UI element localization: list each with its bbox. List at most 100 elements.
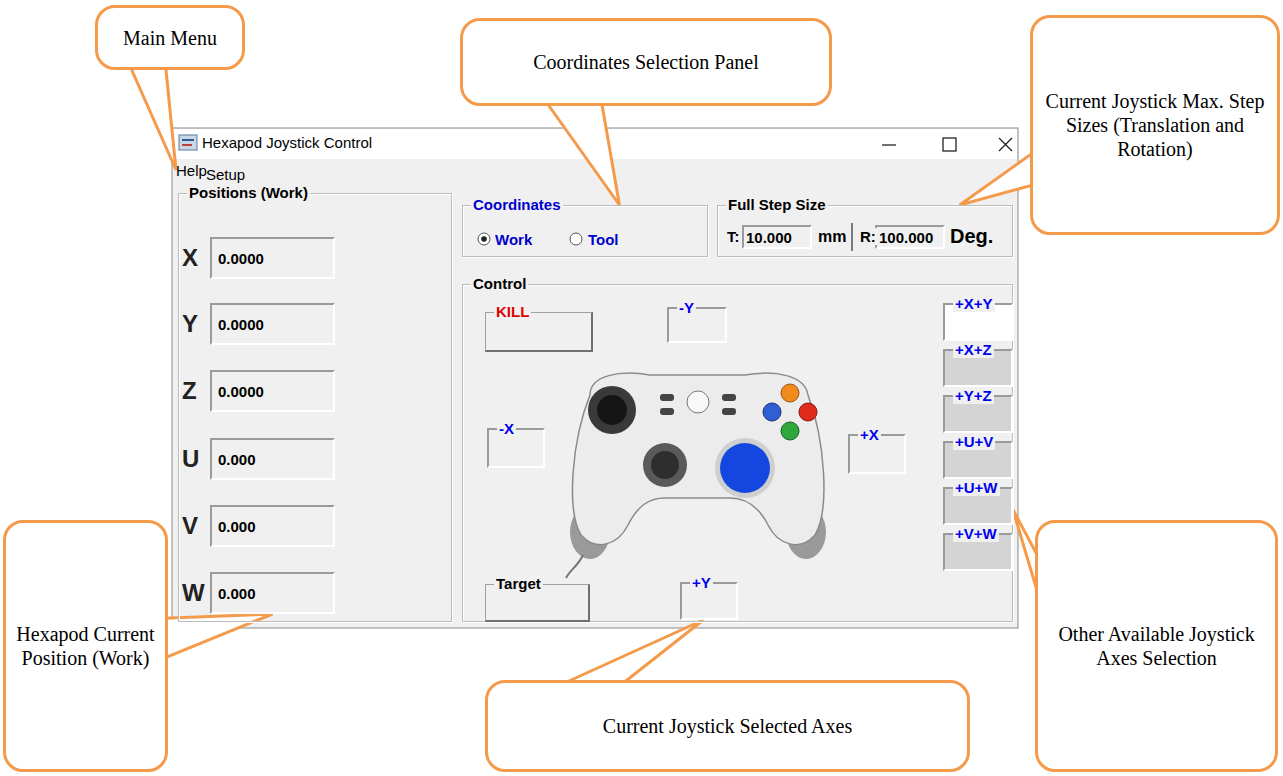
- axis-button: +U+V: [943, 441, 1013, 479]
- face-button: [781, 384, 799, 402]
- push-button: Target: [485, 584, 590, 622]
- close-icon: [999, 138, 1012, 151]
- menu-item: Setup: [206, 166, 245, 183]
- dpad: [588, 386, 636, 434]
- push-button: KILL: [485, 312, 593, 352]
- axis-button: +X: [848, 434, 906, 474]
- option-label: Deg.: [950, 225, 993, 248]
- position-value: 0.000: [218, 518, 256, 535]
- separator: [851, 223, 853, 251]
- axis-label: V: [180, 512, 200, 540]
- axis-button: +X+Z: [943, 349, 1013, 387]
- axis-label: +X: [858, 426, 881, 443]
- button-label: Target: [494, 575, 543, 592]
- small-button: [722, 408, 736, 415]
- position-value: 0.0000: [218, 316, 264, 333]
- axis-label: -Y: [677, 299, 696, 316]
- radio-button: [478, 233, 490, 245]
- group-title: Positions (Work): [187, 184, 310, 201]
- minimize-icon: [882, 144, 896, 145]
- group-box: X0.0000Y0.0000Z0.0000U0.000V0.000W0.000P…: [178, 193, 452, 622]
- callout-text: Coordinates Selection Panel: [533, 50, 759, 74]
- position-field: X0.0000: [210, 237, 335, 279]
- position-field: U0.000: [210, 438, 335, 480]
- callout-tail: [560, 620, 703, 685]
- axis-label: +X+Z: [953, 341, 994, 358]
- group-box: KILL-Y+X+Y+X+Z+Y+Z-X+X+U+V+U+W+V+WTarget…: [462, 284, 1013, 622]
- face-button: [781, 422, 799, 440]
- position-field: Z0.0000: [210, 370, 335, 412]
- maximize-icon: [943, 138, 956, 151]
- callout-tail: [163, 614, 273, 659]
- axis-label: -X: [497, 420, 516, 437]
- group-box: CoordinatesWorkTool: [462, 205, 708, 257]
- axis-label: +U+V: [953, 433, 995, 450]
- position-field: Y0.0000: [210, 303, 335, 345]
- axis-label: +U+W: [953, 479, 1000, 496]
- callout-box: Coordinates Selection Panel: [460, 18, 832, 106]
- position-value: 0.000: [218, 585, 256, 602]
- callout-box: Current Joystick Selected Axes: [485, 680, 970, 772]
- button-label: KILL: [494, 303, 531, 320]
- callout-text: Current Joystick Selected Axes: [603, 714, 852, 738]
- app-window: SetupHelpX0.0000Y0.0000Z0.0000U0.000V0.0…: [172, 128, 1018, 628]
- position-field: V0.000: [210, 505, 335, 547]
- callout-text: Hexapod Current Position (Work): [16, 622, 155, 670]
- axis-label: +V+W: [953, 525, 999, 542]
- callout-text: Other Available Joystick Axes Selection: [1048, 622, 1265, 670]
- gamepad-cable: [566, 555, 583, 578]
- axis-label: Z: [180, 377, 199, 405]
- option-label: Tool: [588, 231, 619, 248]
- axis-button: -Y: [667, 307, 727, 343]
- logo-button: [687, 391, 709, 413]
- callout-text: Main Menu: [123, 26, 217, 50]
- option-label: Work: [495, 231, 532, 248]
- callout-text: Current Joystick Max. Step Sizes (Transl…: [1043, 89, 1267, 161]
- step-value: 100.000: [879, 229, 933, 246]
- analog-stick: [715, 438, 775, 498]
- analog-stick: [643, 443, 687, 487]
- gamepad-body: [572, 373, 823, 544]
- option-label: mm: [818, 228, 846, 246]
- analog-stick: [651, 451, 679, 479]
- small-button: [660, 394, 674, 401]
- axis-button: +X+Y: [943, 303, 1013, 341]
- callout-tail: [546, 101, 620, 205]
- analog-stick: [720, 443, 770, 493]
- axis-label: +Y+Z: [953, 387, 994, 404]
- group-title: Full Step Size: [726, 196, 828, 213]
- menu-item: Help: [176, 162, 207, 179]
- callout-tail: [130, 65, 177, 170]
- field-label: T:: [725, 228, 742, 245]
- small-button: [660, 408, 674, 415]
- dpad: [597, 395, 627, 425]
- callout-box: Hexapod Current Position (Work): [3, 520, 168, 772]
- axis-button: -X: [487, 428, 545, 468]
- group-box: T:10.000R:100.000Full Step SizemmDeg.: [717, 205, 1013, 257]
- window-icon: [179, 135, 197, 150]
- group-title: Coordinates: [471, 196, 563, 213]
- field-label: R:: [858, 228, 878, 245]
- axis-label: +Y: [690, 574, 713, 591]
- face-button: [799, 403, 817, 421]
- step-value: 10.000: [746, 229, 792, 246]
- axis-label: Y: [180, 310, 200, 338]
- window-frame: [172, 128, 1018, 628]
- callout-tail: [960, 151, 1035, 205]
- radio-button: [570, 233, 582, 245]
- group-title: Control: [471, 275, 528, 292]
- callout-box: Current Joystick Max. Step Sizes (Transl…: [1030, 15, 1280, 235]
- window-title: Hexapod Joystick Control: [202, 134, 372, 151]
- axis-button: +Y+Z: [943, 395, 1013, 433]
- axis-label: X: [180, 244, 200, 272]
- small-button: [722, 394, 736, 401]
- callout-box: Other Available Joystick Axes Selection: [1035, 520, 1278, 772]
- position-value: 0.000: [218, 451, 256, 468]
- menu-bar: SetupHelp: [176, 160, 286, 180]
- axis-button: +U+W: [943, 487, 1013, 525]
- callout-box: Main Menu: [95, 5, 245, 70]
- radio-dot: [481, 236, 487, 242]
- face-button: [763, 403, 781, 421]
- step-size-field: T:10.000: [742, 225, 812, 249]
- gamepad-image: [566, 373, 826, 578]
